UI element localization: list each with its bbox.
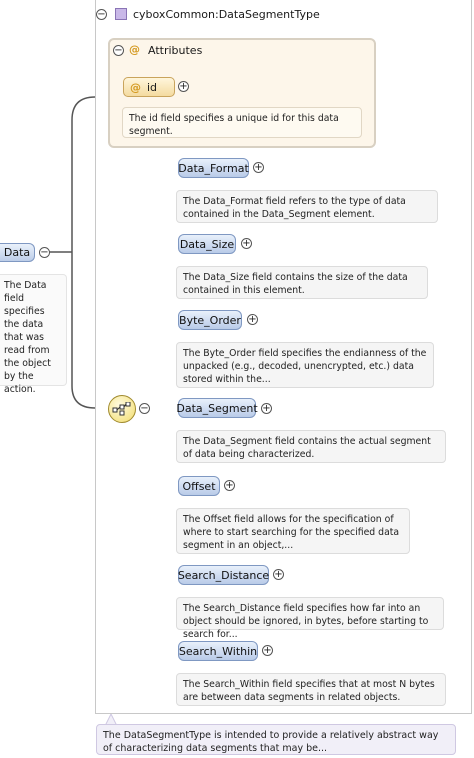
collapse-data-icon[interactable]: − <box>39 247 50 258</box>
element-label: Byte_Order <box>179 313 241 327</box>
collapse-attributes-icon[interactable]: − <box>113 45 124 56</box>
type-header: − cyboxCommon:DataSegmentType <box>96 6 320 22</box>
callout-pointer <box>105 714 118 726</box>
element-search-within[interactable]: Search_Within <box>178 641 258 661</box>
collapse-type-icon[interactable]: − <box>96 8 107 20</box>
collapse-sequence-icon[interactable]: − <box>139 403 150 414</box>
expand-id-icon[interactable]: + <box>178 81 189 92</box>
type-description: The DataSegmentType is intended to provi… <box>96 724 456 755</box>
expand-search-distance-icon[interactable]: + <box>273 569 284 580</box>
element-data-format[interactable]: Data_Format <box>178 158 249 178</box>
element-offset[interactable]: Offset <box>178 476 220 496</box>
element-description: The Data_Size field contains the size of… <box>176 266 428 299</box>
element-label: Data_Size <box>179 237 235 251</box>
element-label: Search_Distance <box>177 568 270 582</box>
element-data-size[interactable]: Data_Size <box>178 234 236 254</box>
element-data-segment[interactable]: Data_Segment <box>176 398 258 418</box>
type-title: cyboxCommon:DataSegmentType <box>133 7 320 21</box>
expand-search-within-icon[interactable]: + <box>262 645 273 656</box>
element-byte-order[interactable]: Byte_Order <box>178 310 242 330</box>
expand-data-format-icon[interactable]: + <box>253 162 264 173</box>
element-description: The Data_Segment field contains the actu… <box>176 430 446 463</box>
element-data-label: Data <box>3 246 31 259</box>
attribute-id[interactable]: @ id <box>123 77 175 97</box>
element-label: Offset <box>182 479 216 493</box>
element-description: The Data_Format field refers to the type… <box>176 190 438 223</box>
expand-data-size-icon[interactable]: + <box>241 238 252 249</box>
element-data[interactable]: Data <box>0 243 35 262</box>
element-label: Search_Within <box>178 644 258 658</box>
element-description: The Offset field allows for the specific… <box>176 508 410 554</box>
expand-byte-order-icon[interactable]: + <box>247 314 258 325</box>
element-label: Data_Segment <box>176 401 258 415</box>
element-search-distance[interactable]: Search_Distance <box>178 565 269 585</box>
element-label: Data_Format <box>178 161 249 175</box>
attribute-icon: @ <box>130 80 141 94</box>
expand-offset-icon[interactable]: + <box>224 480 235 491</box>
expand-data-segment-icon[interactable]: + <box>261 403 272 414</box>
attributes-title: Attributes <box>148 44 203 57</box>
sequence-icon <box>112 402 131 416</box>
element-description: The Search_Within field specifies that a… <box>176 673 446 706</box>
sequence-compositor[interactable] <box>108 395 136 423</box>
attribute-id-description: The id field specifies a unique id for t… <box>122 107 362 138</box>
attribute-group-icon: @ <box>129 43 140 56</box>
attribute-id-label: id <box>147 80 158 94</box>
element-description: The Search_Distance field specifies how … <box>176 597 444 640</box>
complex-type-icon <box>115 8 127 20</box>
element-data-description: The Data field specifies the data that w… <box>0 274 67 395</box>
element-description: The Byte_Order field specifies the endia… <box>176 342 434 388</box>
